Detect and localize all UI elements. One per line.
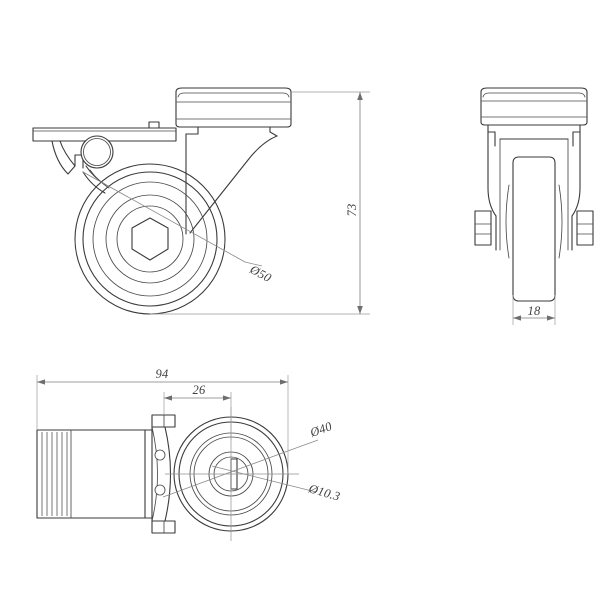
swivel-yoke-plate <box>151 426 172 522</box>
yoke-bolt-holes <box>154 449 166 496</box>
swivel-stem <box>185 126 278 137</box>
dim-label-offset-26: 26 <box>193 383 206 397</box>
dimension-offset-26: 26 <box>163 383 232 440</box>
dimension-length-94: 94 <box>36 367 289 474</box>
plate-boss <box>148 121 160 129</box>
dimension-height-73: 73 <box>150 91 370 315</box>
front-wheel-tread-arcs <box>505 184 563 259</box>
dimension-width-18: 18 <box>512 295 556 325</box>
dim-label-dia50: Ø50 <box>247 262 274 285</box>
dim-label-width-18: 18 <box>528 304 541 318</box>
top-mounting-plate <box>175 87 292 128</box>
dim-label-length-94: 94 <box>156 367 169 381</box>
dim-label-dia103: Ø10.3 <box>306 481 341 504</box>
view-side-elevation: Ø50 <box>32 87 292 315</box>
yoke-tab-bottom <box>151 520 176 534</box>
fork-leg-right <box>189 135 278 234</box>
front-fork-legs <box>487 131 581 251</box>
brake-lever-arm <box>51 140 84 175</box>
brake-mounting-plate <box>32 127 177 142</box>
front-top-plate <box>480 87 588 126</box>
wheel-hub-hex <box>131 217 169 261</box>
front-wheel-body <box>512 156 556 302</box>
brake-cam-roller <box>80 135 114 169</box>
axle-nut-left <box>474 210 492 246</box>
pedal-arm <box>144 429 153 519</box>
brake-pedal-body <box>36 429 146 519</box>
pedal-grip-ribs <box>41 432 68 516</box>
front-swivel-housing <box>487 124 581 147</box>
view-front-elevation <box>474 87 594 302</box>
axle-nut-right <box>576 210 594 246</box>
dim-label-dia40: Ø40 <box>307 419 334 440</box>
dimension-dia50: Ø50 <box>82 171 274 285</box>
yoke-tab-top <box>151 414 176 428</box>
dim-label-height-73: 73 <box>345 204 359 217</box>
view-plan: Ø40 Ø10.3 <box>36 407 342 541</box>
